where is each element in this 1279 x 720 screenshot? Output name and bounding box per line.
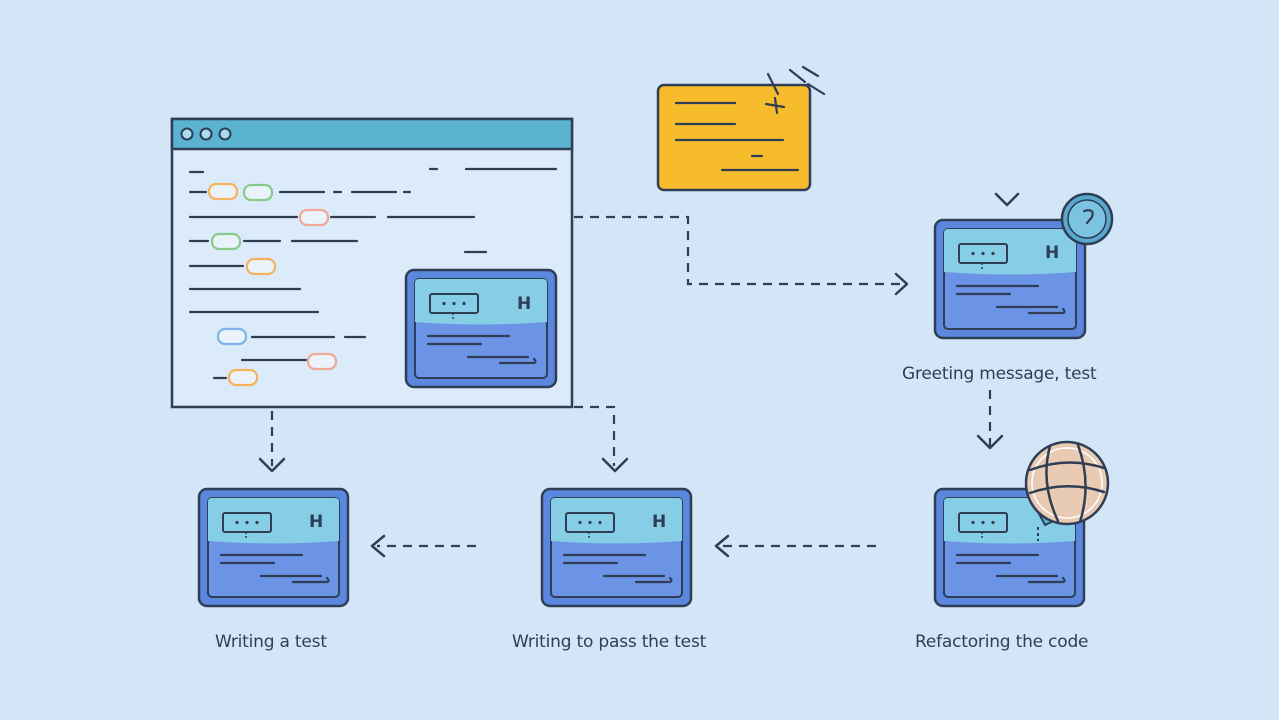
arrowhead-down-writing-test [258,457,286,473]
arrowhead-down-refactor [976,434,1004,450]
arrowhead-right [894,272,909,296]
code-editor-window [170,117,574,409]
writing-test-card [197,487,350,608]
pass-card-heading: H [652,512,667,532]
globe-icon [1024,440,1110,527]
code-lines [188,167,558,380]
editor-preview-card [404,268,558,389]
arrowhead-down-writing-pass [601,457,629,473]
sparkle-icon [764,65,826,115]
caption-greeting-message: Greeting message, test [902,364,1097,384]
test-card-heading: H [309,512,324,532]
cards [197,218,1087,608]
connector-editor-to-writing-pass [574,405,616,466]
chevron-down-icon [994,192,1020,207]
caption-writing-to-pass: Writing to pass the test [512,632,707,652]
writing-pass-card [540,487,693,608]
yellow-note [656,65,826,192]
window-title-bar [170,117,574,151]
code-tokens [207,182,338,387]
window-dots-icon [180,127,232,141]
caption-writing-a-test: Writing a test [215,632,327,652]
arrowhead-left-pass [714,534,730,558]
caption-refactoring: Refactoring the code [915,632,1089,652]
greeting-card-heading: H [1045,243,1060,263]
arrowhead-left-test [370,534,386,558]
question-icon [1060,192,1114,246]
greeting-card [933,218,1087,340]
connector-lines [270,215,992,548]
connector-editor-to-greeting [574,215,906,286]
connector-arrowheads [258,272,1004,558]
editor-card-heading: H [517,294,532,314]
